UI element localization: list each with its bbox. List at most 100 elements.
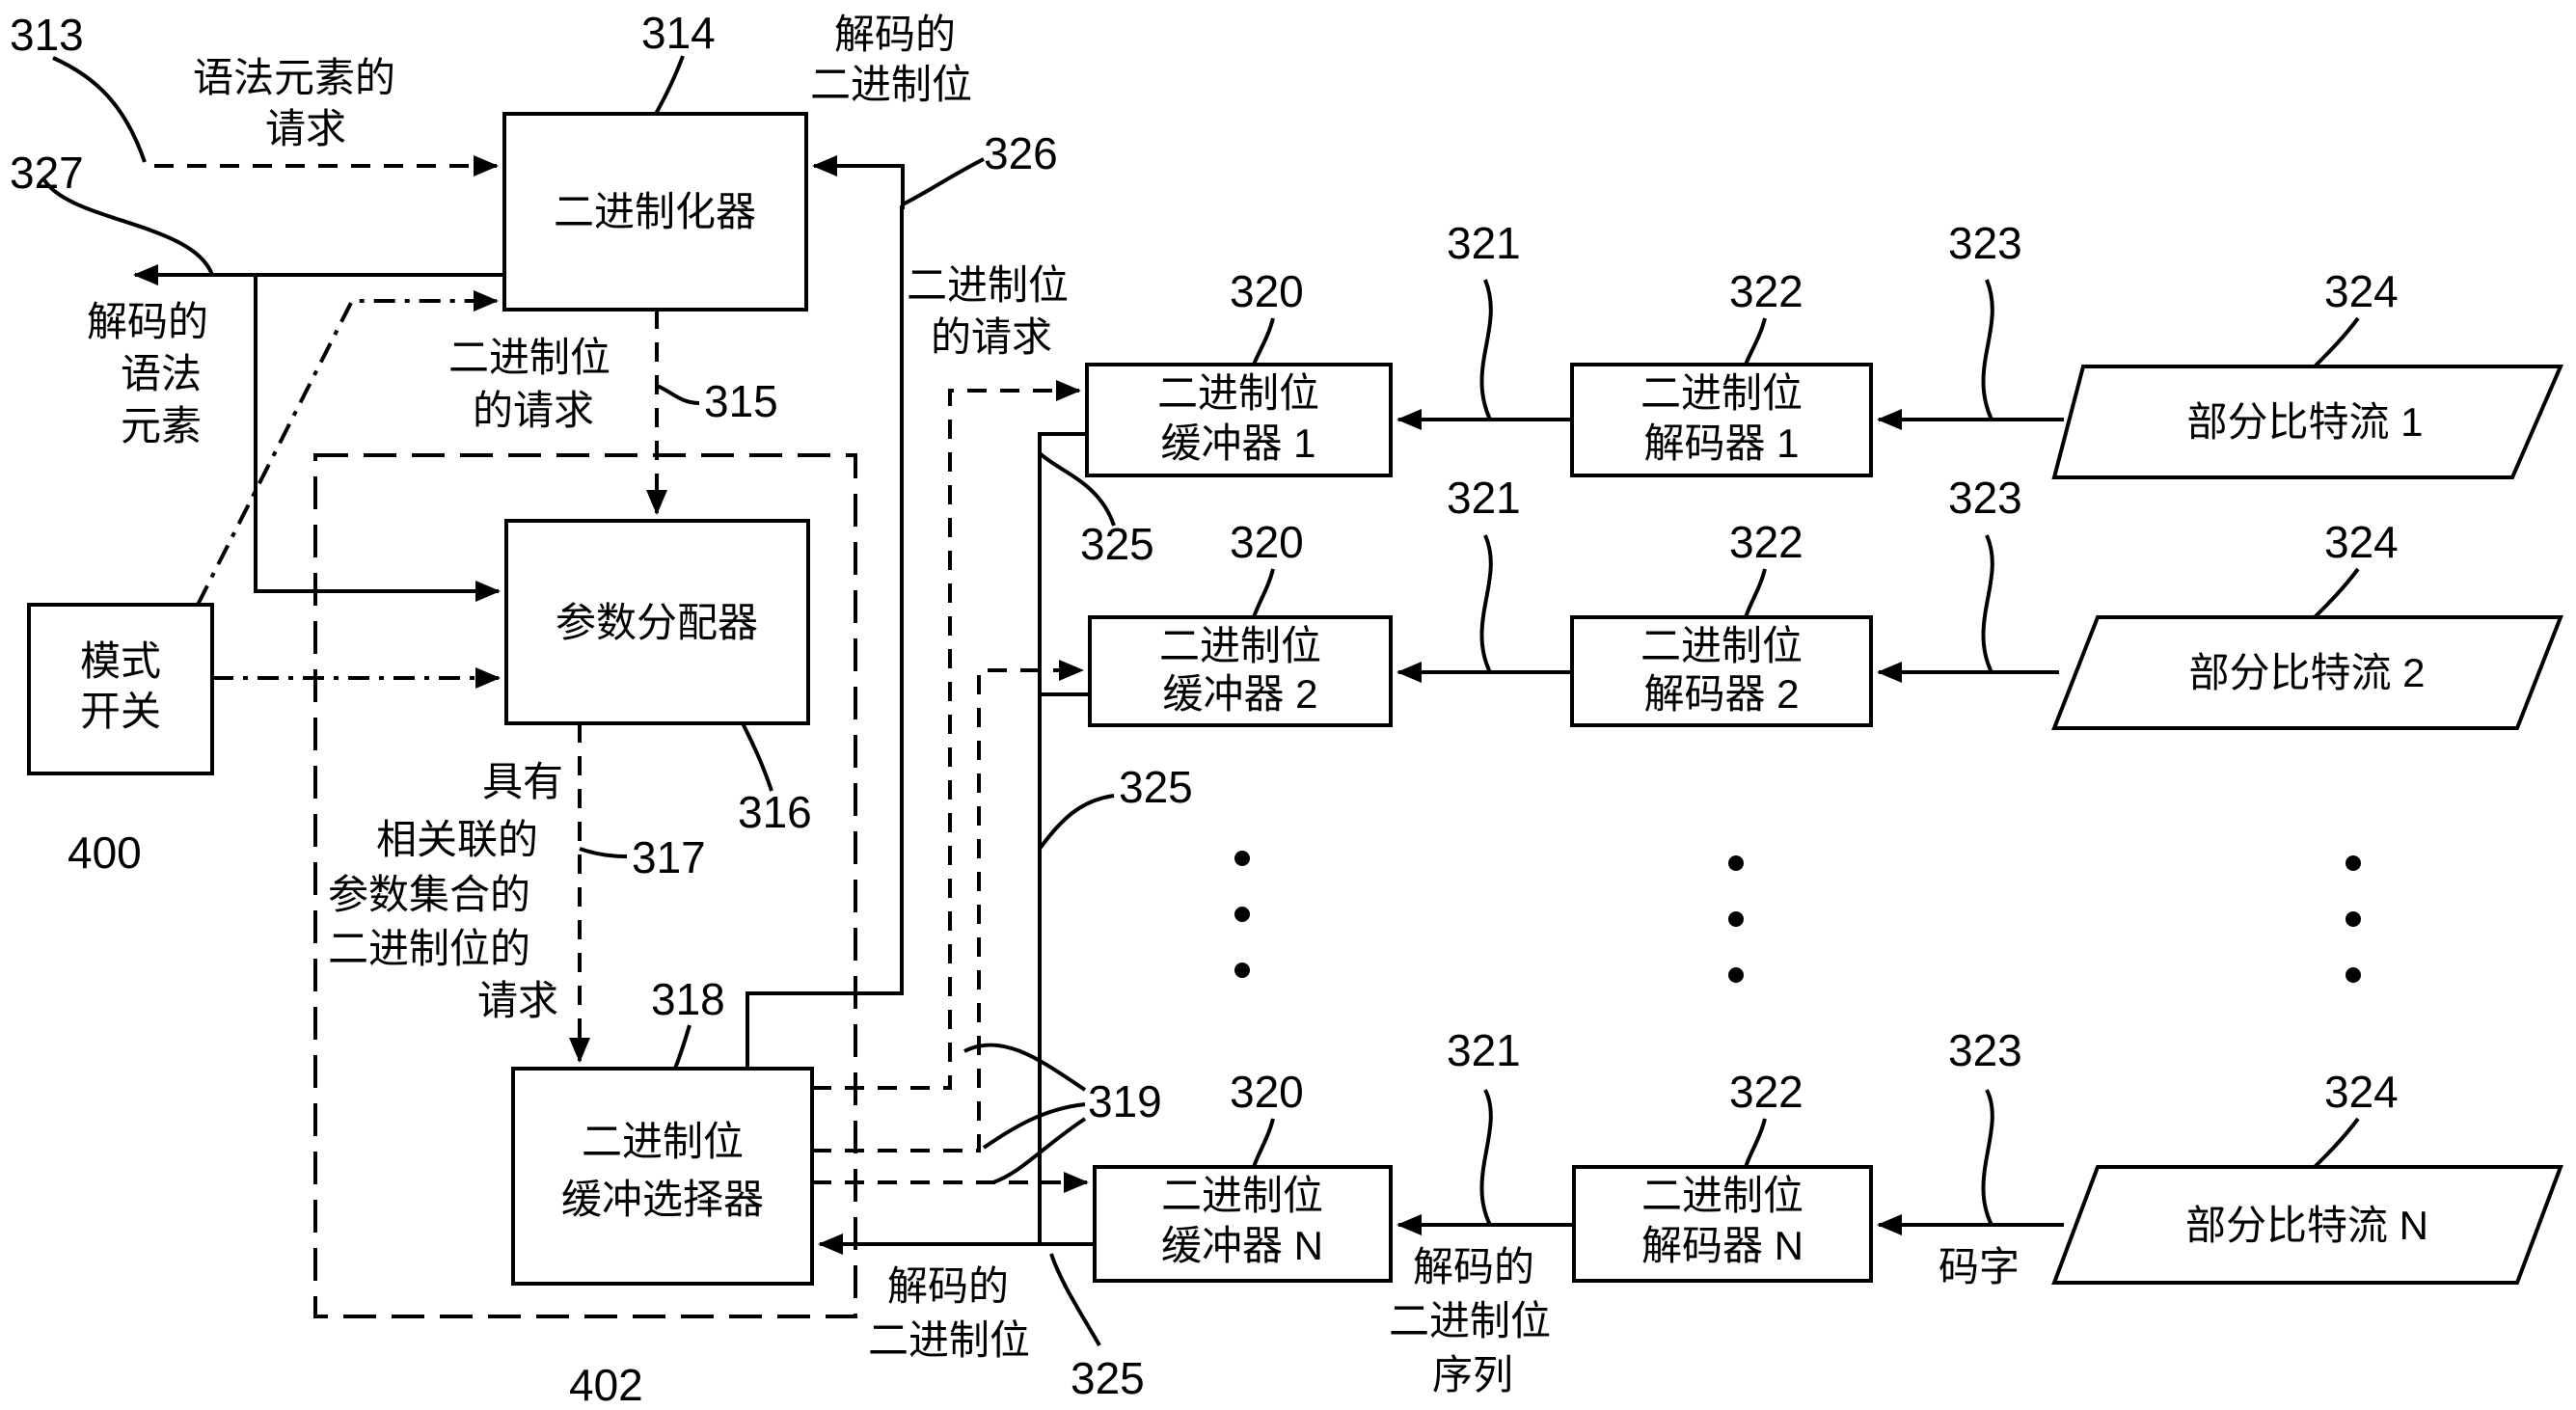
leader-324c	[2313, 1117, 2360, 1169]
decoded-bins-top-label-2: 二进制位	[810, 62, 972, 107]
leader-321b	[1479, 534, 1493, 673]
bin-decoder-n: 二进制位 解码器 N	[1572, 1165, 1873, 1283]
partial-bitstream-2: 部分比特流 2	[2051, 615, 2563, 730]
ref-326: 326	[984, 128, 1058, 178]
decoded-bins-to-binarizer	[746, 155, 905, 1069]
assoc-request-label-3: 参数集合的	[328, 872, 530, 917]
bin-decoder-n-label-2: 解码器 N	[1641, 1223, 1803, 1268]
assoc-request-label-4: 二进制位的	[328, 926, 530, 971]
bin-buffer-n: 二进制位 缓冲器 N	[1093, 1165, 1393, 1283]
bin-decoder-1: 二进制位 解码器 1	[1570, 363, 1873, 477]
leader-321a	[1479, 279, 1493, 420]
binarizer-block: 二进制化器	[502, 112, 808, 312]
ref-402: 402	[569, 1360, 643, 1410]
bin-decoder-2-label-1: 二进制位	[1641, 623, 1803, 668]
ref-322-n: 322	[1729, 1067, 1803, 1117]
assoc-request-label-2: 相关联的	[376, 817, 538, 862]
decoded-bin-seq-label-2: 二进制位	[1389, 1298, 1551, 1343]
bin-buffer-2-label-2: 缓冲器 2	[1162, 671, 1317, 717]
bin-decoder-1-label-2: 解码器 1	[1643, 420, 1799, 466]
leader-316	[741, 722, 773, 792]
ellipsis-buffers	[1234, 851, 1250, 978]
bin-buffer-selector-label-1: 二进制位	[582, 1119, 744, 1164]
leader-320b	[1252, 568, 1275, 618]
bin-buffer-n-label-2: 缓冲器 N	[1161, 1223, 1323, 1268]
ref-321-1: 321	[1447, 218, 1521, 268]
leader-323c	[1981, 1089, 1994, 1226]
bin-decoder-2: 二进制位 解码器 2	[1570, 615, 1873, 727]
binarizer-label: 二进制化器	[554, 189, 756, 234]
decoded-bins-bottom-label-2: 二进制位	[868, 1317, 1030, 1363]
assoc-request-label-1: 具有	[482, 759, 563, 804]
ref-323-1: 323	[1948, 218, 2022, 268]
bin-buffer-1-label-1: 二进制位	[1157, 370, 1319, 416]
leader-320c	[1252, 1118, 1275, 1168]
ref-325-2: 325	[1119, 762, 1193, 812]
parameter-assigner-block: 参数分配器	[504, 519, 810, 725]
leader-324b	[2313, 567, 2360, 619]
request-syntax-label-1: 语法元素的	[193, 55, 395, 100]
leader-325c	[1049, 1253, 1101, 1346]
ref-316: 316	[738, 787, 812, 837]
selector-request-2	[812, 660, 1084, 1152]
ellipsis-bitstreams	[2346, 855, 2361, 983]
codeword-label: 码字	[1939, 1244, 2020, 1289]
bin-request-buffer-label-2: 的请求	[931, 314, 1052, 360]
ref-325-1: 325	[1080, 519, 1154, 569]
ref-324-n: 324	[2324, 1067, 2399, 1117]
ref-317: 317	[632, 832, 706, 882]
decoded-syntax-label-3: 元素	[121, 403, 202, 448]
ref-319: 319	[1088, 1076, 1162, 1126]
decoded-bin-seq-label-3: 序列	[1432, 1352, 1513, 1397]
mode-switch-label-2: 开关	[80, 689, 161, 734]
leader-326	[902, 157, 985, 206]
leader-318	[673, 1024, 691, 1070]
leader-327	[41, 176, 214, 276]
ellipsis-decoders	[1728, 855, 1744, 983]
decoded-bins-bus	[818, 432, 1087, 1255]
decoded-syntax-label-1: 解码的	[87, 299, 208, 344]
ref-313: 313	[10, 10, 84, 60]
request-syntax-label-2: 请求	[265, 106, 346, 151]
ref-320-1: 320	[1230, 266, 1304, 316]
ref-325-n: 325	[1071, 1353, 1145, 1403]
ref-322-1: 322	[1729, 266, 1803, 316]
partial-bitstream-1: 部分比特流 1	[2051, 365, 2564, 479]
bin-buffer-selector-label-2: 缓冲选择器	[561, 1177, 764, 1222]
ref-400: 400	[68, 827, 142, 878]
leader-325a	[1038, 451, 1116, 527]
leader-325b	[1038, 794, 1115, 851]
leader-321c	[1479, 1089, 1493, 1226]
mode-switch-label-1: 模式	[80, 638, 161, 684]
parameter-assigner-label: 参数分配器	[556, 600, 758, 645]
leader-320a	[1252, 317, 1275, 366]
bin-decoder-1-label-1: 二进制位	[1641, 370, 1803, 416]
bin-buffer-1-label-2: 缓冲器 1	[1160, 420, 1315, 466]
partial-bitstream-n: 部分比特流 N	[2051, 1165, 2563, 1285]
leader-313	[52, 56, 147, 163]
selector-request-1	[812, 380, 1081, 1090]
leader-323b	[1981, 534, 1994, 673]
partial-bitstream-n-label: 部分比特流 N	[2185, 1203, 2428, 1248]
ref-318: 318	[651, 974, 725, 1024]
bin-buffer-1: 二进制位 缓冲器 1	[1085, 363, 1393, 477]
leader-319c	[992, 1117, 1087, 1184]
assoc-request-label-5: 请求	[477, 978, 558, 1023]
bin-decoder-2-label-2: 解码器 2	[1643, 671, 1799, 717]
decoded-bin-seq-label-1: 解码的	[1413, 1244, 1534, 1289]
ref-323-2: 323	[1948, 473, 2022, 523]
decoded-bins-bottom-label-1: 解码的	[887, 1263, 1009, 1309]
ref-322-2: 322	[1729, 517, 1803, 567]
decoded-syntax-label-2: 语法	[121, 351, 202, 396]
ref-321-2: 321	[1447, 473, 1521, 523]
leader-322a	[1744, 317, 1767, 366]
syntax-to-assigner-line	[254, 275, 501, 602]
selector-group-boundary	[313, 453, 857, 1318]
leader-319b	[982, 1102, 1086, 1150]
bin-decoder-n-label-1: 二进制位	[1641, 1173, 1803, 1218]
leader-317	[579, 847, 628, 858]
bin-request-label-2: 的请求	[473, 388, 594, 433]
bin-buffer-2: 二进制位 缓冲器 2	[1088, 615, 1393, 727]
leader-322b	[1744, 568, 1767, 618]
